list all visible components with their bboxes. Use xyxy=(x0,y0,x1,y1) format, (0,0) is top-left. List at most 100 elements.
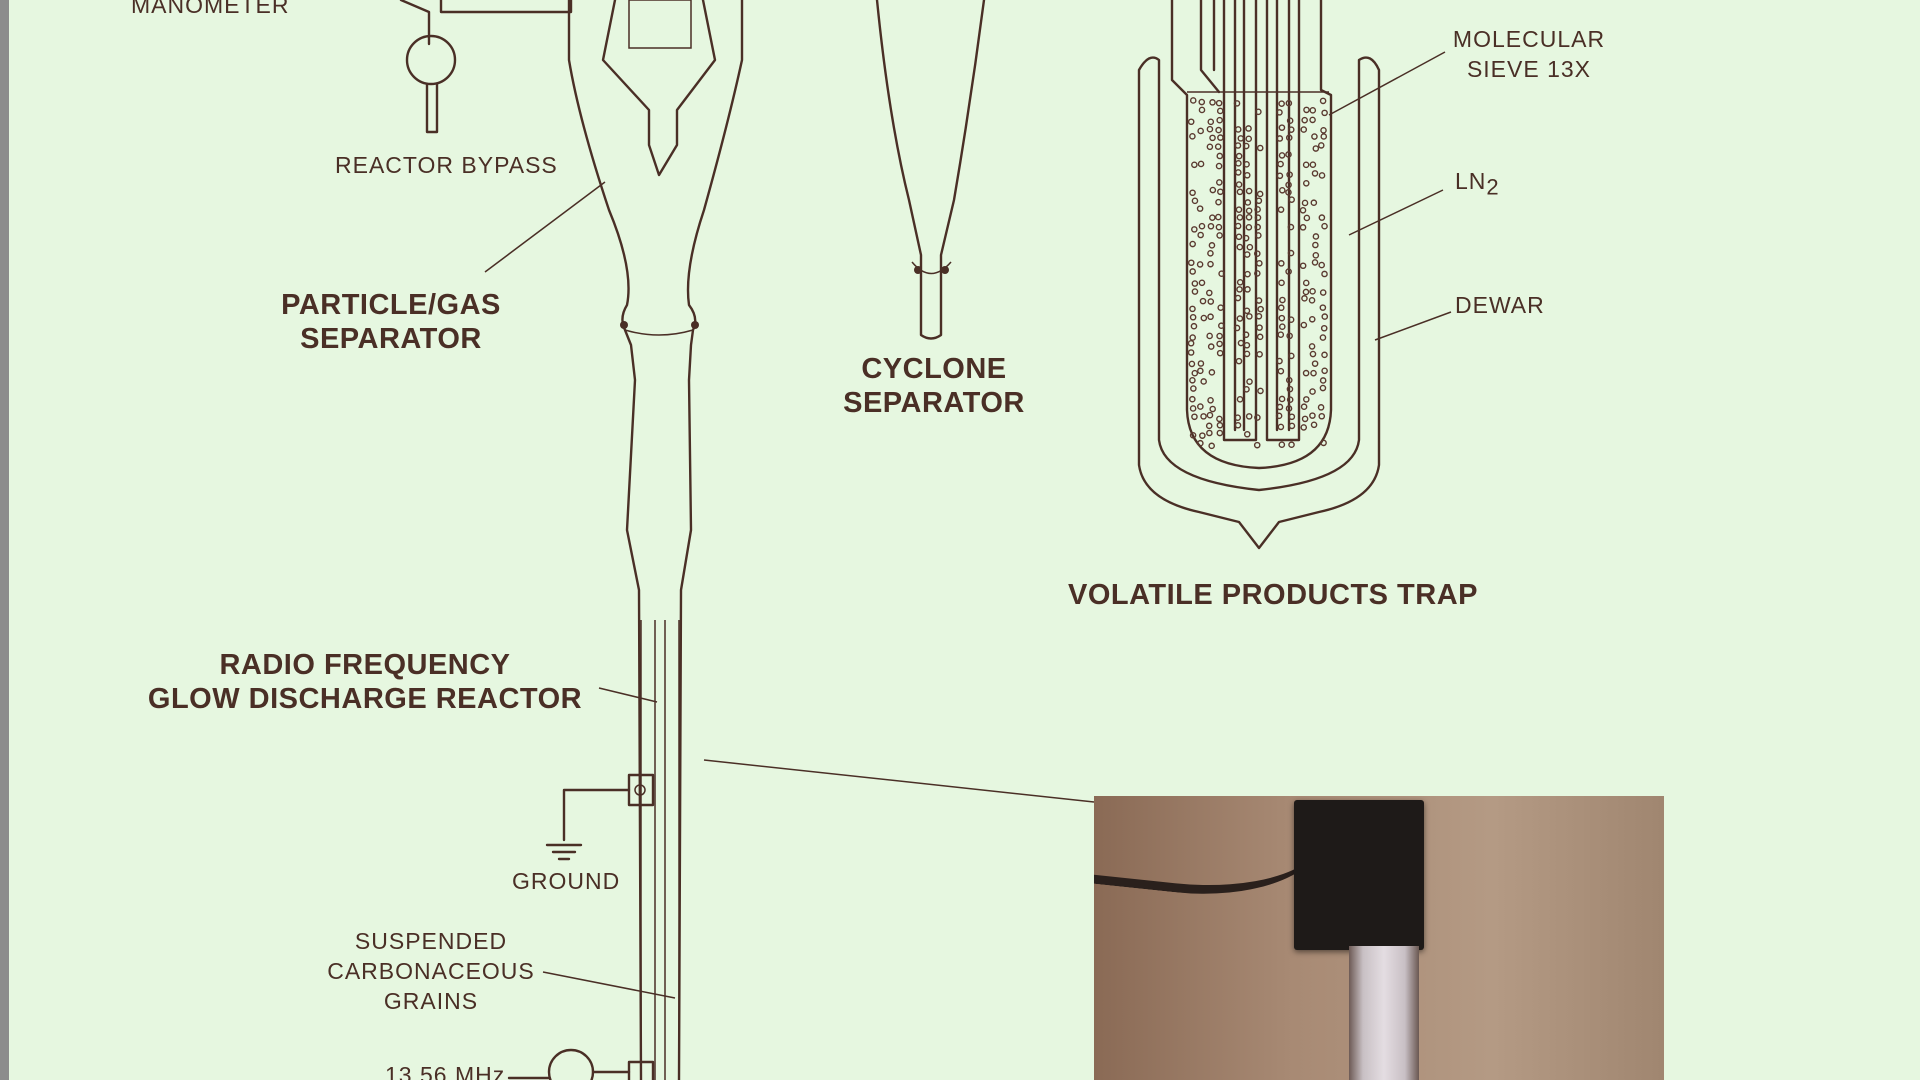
label-ln2: LN2 xyxy=(1455,168,1500,201)
label-dewar: DEWAR xyxy=(1455,292,1545,318)
sieve-bead xyxy=(1208,369,1216,376)
label-suspended-grains: SUSPENDED CARBONACEOUS GRAINS xyxy=(321,926,541,1016)
label-ln2-main: LN xyxy=(1455,168,1487,194)
sieve-bead xyxy=(1288,196,1295,203)
sieve-bead xyxy=(1319,377,1327,384)
sieve-bead xyxy=(1234,421,1242,429)
sieve-bead xyxy=(1312,252,1320,259)
sieve-bead xyxy=(1209,186,1217,194)
sieve-bead xyxy=(1243,161,1250,168)
sieve-bead xyxy=(1235,169,1242,176)
sieve-bead xyxy=(1319,334,1327,341)
sieve-bead xyxy=(1236,315,1244,322)
sieve-bead xyxy=(1234,126,1242,133)
label-cyclone-line2: SEPARATOR xyxy=(843,387,1025,419)
sieve-bead xyxy=(1235,357,1243,365)
sieve-bead xyxy=(1285,405,1293,412)
photo-electrode-block xyxy=(1294,800,1424,950)
sieve-bead xyxy=(1256,351,1263,358)
sieve-bead xyxy=(1197,160,1205,168)
sieve-bead xyxy=(1206,429,1213,437)
sieve-bead xyxy=(1215,99,1223,107)
sieve-bead xyxy=(1318,412,1326,420)
sieve-bead xyxy=(1255,232,1262,239)
sieve-bead xyxy=(1187,339,1195,347)
sieve-bead xyxy=(1206,289,1213,297)
sieve-bead xyxy=(1235,181,1243,188)
sieve-bead xyxy=(1277,304,1285,312)
sieve-bead xyxy=(1278,152,1286,159)
sieve-bead xyxy=(1278,323,1286,330)
sieve-bead xyxy=(1215,223,1223,231)
sieve-bead xyxy=(1197,439,1204,447)
sieve-bead xyxy=(1198,222,1206,230)
sieve-bead xyxy=(1279,296,1286,304)
sieve-bead xyxy=(1191,226,1198,233)
sieve-bead xyxy=(1318,172,1326,179)
sieve-bead xyxy=(1216,232,1223,239)
sieve-bead xyxy=(1243,307,1251,315)
sieve-bead xyxy=(1319,384,1327,392)
sieve-bead xyxy=(1200,378,1207,385)
sieve-bead xyxy=(1245,187,1253,195)
sieve-bead xyxy=(1256,190,1264,198)
sieve-bead xyxy=(1215,198,1222,206)
sieve-bead xyxy=(1256,333,1264,341)
sieve-bead xyxy=(1285,99,1293,107)
sieve-bead xyxy=(1309,350,1317,358)
sieve-bead xyxy=(1309,107,1317,114)
label-cyclone-line1: CYCLONE xyxy=(861,353,1007,385)
label-particle-gas-line2: SEPARATOR xyxy=(300,323,482,355)
sieve-bead xyxy=(1309,288,1316,295)
label-rf-reactor: RADIO FREQUENCY GLOW DISCHARGE REACTOR xyxy=(135,648,595,716)
label-suspended-line2: CARBONACEOUS xyxy=(327,958,535,984)
sieve-bead xyxy=(1214,143,1222,150)
sieve-bead xyxy=(1319,97,1327,105)
sieve-bead xyxy=(1300,424,1308,431)
sieve-bead xyxy=(1243,341,1251,349)
sieve-bead xyxy=(1301,415,1309,423)
sieve-bead xyxy=(1191,413,1198,421)
sieve-bead xyxy=(1209,214,1216,221)
sieve-bead xyxy=(1320,133,1328,140)
sieve-bead xyxy=(1309,412,1316,419)
sieve-bead xyxy=(1320,127,1327,134)
sieve-bead xyxy=(1308,315,1316,323)
sieve-bead xyxy=(1197,403,1204,410)
sieve-bead xyxy=(1321,109,1328,117)
sieve-bead xyxy=(1287,249,1295,257)
sieve-bead xyxy=(1309,116,1316,124)
sieve-bead xyxy=(1299,207,1307,214)
sieve-bead xyxy=(1191,197,1199,205)
sieve-bead xyxy=(1196,261,1204,268)
sieve-bead xyxy=(1206,143,1214,151)
sieve-bead xyxy=(1188,360,1196,368)
sieve-bead xyxy=(1299,224,1307,231)
sieve-bead xyxy=(1235,233,1243,241)
sieve-bead xyxy=(1245,413,1253,420)
sieve-bead xyxy=(1286,117,1294,125)
label-rf-line1: RADIO FREQUENCY xyxy=(219,649,511,681)
sieve-bead xyxy=(1243,430,1251,438)
sieve-bead xyxy=(1301,116,1308,124)
leader-lines xyxy=(484,51,1452,999)
sieve-bead xyxy=(1199,297,1207,305)
sieve-bead xyxy=(1191,369,1199,377)
sieve-bead xyxy=(1285,376,1293,384)
sieve-bead xyxy=(1311,133,1318,140)
sieve-bead xyxy=(1207,118,1215,126)
sieve-bead xyxy=(1206,332,1213,340)
sieve-bead xyxy=(1242,331,1250,339)
sieve-bead xyxy=(1254,214,1262,221)
sieve-bead xyxy=(1300,126,1308,133)
sieve-bead xyxy=(1312,145,1320,152)
sieve-bead xyxy=(1191,161,1198,169)
sieve-bead xyxy=(1217,304,1225,311)
sieve-bead xyxy=(1244,270,1251,278)
sieve-bead xyxy=(1310,199,1318,207)
sieve-bead xyxy=(1277,206,1285,213)
sieve-bead xyxy=(1187,259,1195,267)
sieve-bead xyxy=(1276,172,1284,180)
sieve-bead xyxy=(1309,388,1316,395)
sieve-bead xyxy=(1208,442,1215,450)
